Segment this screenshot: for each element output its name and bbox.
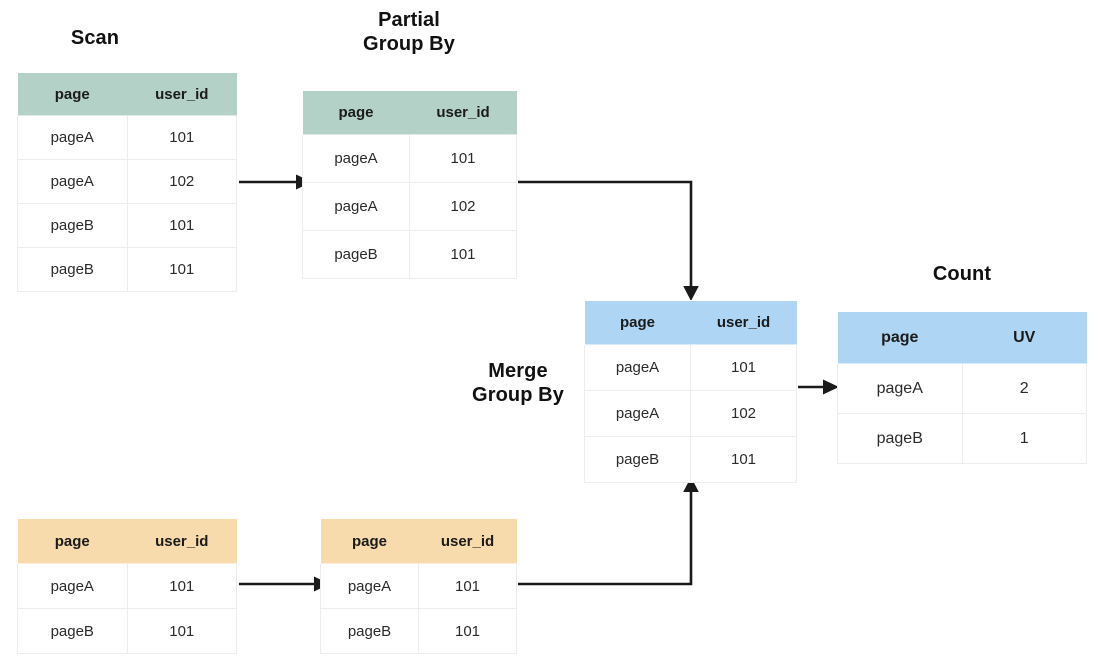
cell-page: pageB: [320, 608, 419, 654]
arrow-partial-top-to-merge: [518, 180, 699, 301]
column-header-user-id: user_id: [127, 518, 237, 564]
column-header-page: page: [302, 90, 410, 135]
cell-page: pageA: [320, 563, 419, 609]
cell-page: pageA: [584, 344, 691, 391]
title-scan: Scan: [70, 27, 120, 49]
title-partial-group-by: Partial Group By: [363, 9, 455, 56]
column-header-page: page: [320, 518, 419, 564]
cell-page: pageB: [837, 413, 963, 464]
cell-user-id: 101: [418, 608, 517, 654]
cell-uv: 1: [961, 413, 1087, 464]
arrow-partial-bottom-to-merge: [518, 477, 699, 586]
column-header-page: page: [584, 300, 691, 345]
cell-user-id: 102: [126, 159, 237, 204]
column-header-page: page: [17, 72, 127, 116]
cell-user-id: 101: [126, 203, 237, 248]
cell-user-id: 101: [409, 230, 517, 279]
column-header-user-id: user_id: [127, 72, 237, 116]
title-count: Count: [932, 263, 992, 285]
column-header-user-id: user_id: [418, 518, 517, 564]
cell-page: pageB: [302, 230, 410, 279]
cell-user-id: 102: [690, 390, 797, 437]
cell-user-id: 101: [126, 563, 237, 609]
cell-page: pageB: [17, 608, 128, 654]
cell-page: pageB: [17, 203, 128, 248]
cell-uv: 2: [961, 363, 1087, 414]
cell-user-id: 101: [126, 115, 237, 160]
cell-page: pageA: [17, 159, 128, 204]
cell-page: pageA: [302, 182, 410, 231]
cell-user-id: 101: [126, 608, 237, 654]
cell-page: pageB: [584, 436, 691, 483]
column-header-user-id: user_id: [409, 90, 517, 135]
cell-user-id: 101: [690, 344, 797, 391]
cell-page: pageA: [17, 115, 128, 160]
cell-user-id: 101: [418, 563, 517, 609]
cell-user-id: 101: [690, 436, 797, 483]
cell-user-id: 102: [409, 182, 517, 231]
cell-page: pageA: [584, 390, 691, 437]
cell-page: pageB: [17, 247, 128, 292]
arrow-scan-bottom-to-partial-bottom: [239, 576, 330, 592]
column-header-uv: UV: [962, 311, 1087, 364]
cell-user-id: 101: [126, 247, 237, 292]
column-header-page: page: [837, 311, 962, 364]
title-merge-group-by: Merge Group By: [472, 360, 564, 407]
cell-page: pageA: [17, 563, 128, 609]
cell-user-id: 101: [409, 134, 517, 183]
arrow-merge-to-count: [798, 379, 839, 395]
cell-page: pageA: [302, 134, 410, 183]
column-header-user-id: user_id: [690, 300, 797, 345]
cell-page: pageA: [837, 363, 963, 414]
column-header-page: page: [17, 518, 127, 564]
